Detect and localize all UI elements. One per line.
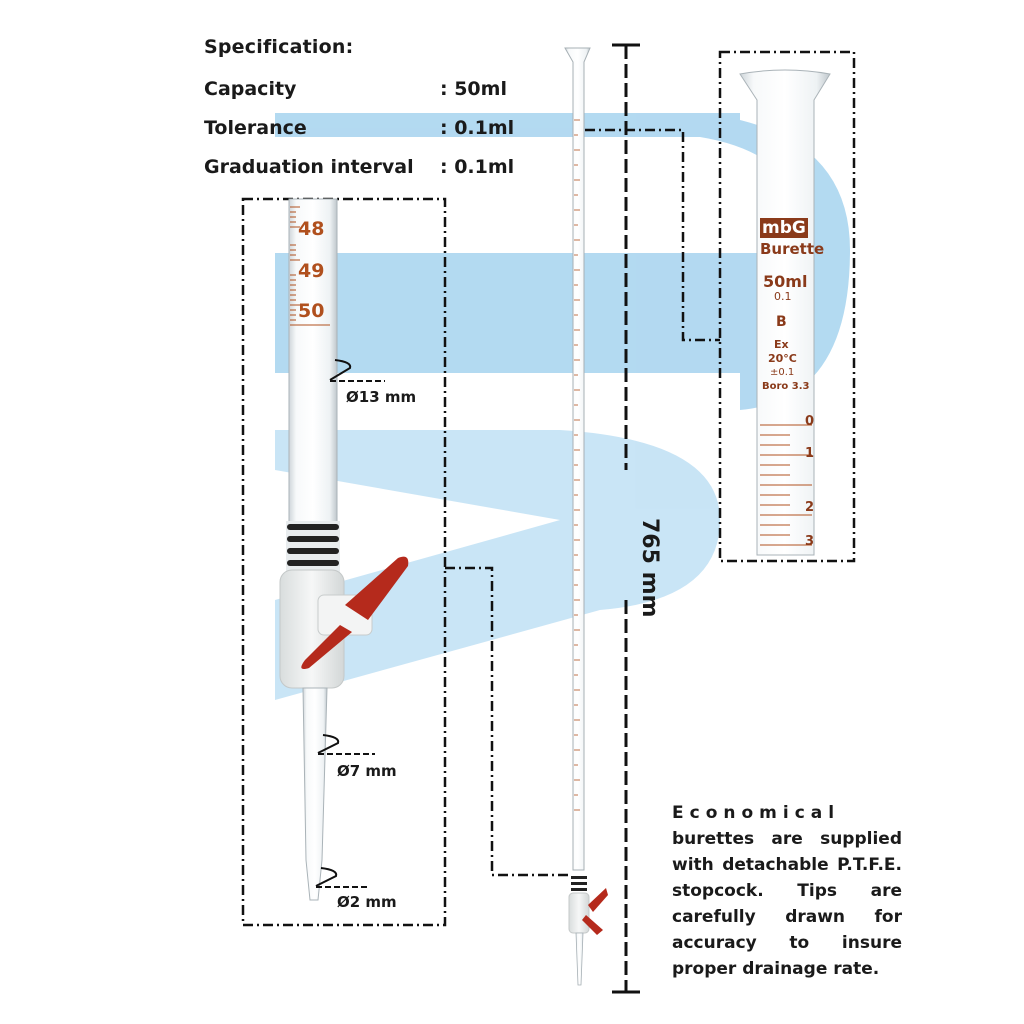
scale-number-1: 1 [805, 446, 815, 461]
delivery-print: Ex [774, 338, 789, 351]
scale-number-49: 49 [298, 260, 325, 282]
specification-title: Specification: [204, 36, 354, 58]
interval-print: 0.1 [774, 290, 792, 303]
connector-right [585, 128, 720, 342]
burette-top-detail [739, 69, 831, 556]
stopcock-handle-upper [345, 556, 409, 620]
description-body: burettes are supplied with detachable P.… [672, 829, 902, 979]
watermark-bar-1 [275, 113, 740, 137]
description-first-word: Economical [672, 803, 841, 823]
scale-number-50: 50 [298, 300, 325, 322]
connector-left [445, 566, 572, 877]
scale-number-3: 3 [805, 534, 815, 549]
spec-value: : 50ml [440, 78, 507, 100]
graduation-ticks-detail [290, 206, 330, 326]
watermark-bar-2 [275, 253, 760, 373]
scale-number-0: 0 [805, 414, 815, 429]
brand-label: mbG [760, 218, 808, 238]
detail-box-right [718, 50, 856, 563]
scale-number-48: 48 [298, 218, 325, 240]
spec-value: : 0.1ml [440, 156, 515, 178]
graduation-ticks-right [760, 424, 812, 546]
description-text: Economical burettes are supplied with de… [672, 800, 902, 982]
burette-tube-detail [288, 198, 338, 530]
temperature-print: 20°C [768, 352, 797, 365]
overall-height-label: 765 mm [637, 518, 662, 618]
watermark-lower [275, 430, 720, 700]
capacity-print: 50ml [763, 272, 808, 291]
detail-box-left [241, 197, 447, 927]
spec-label: Tolerance [204, 117, 307, 139]
thread-joint [286, 521, 340, 576]
diameter-label-upper: Ø13 mm [346, 388, 417, 406]
spec-value: : 0.1ml [440, 117, 515, 139]
scale-number-2: 2 [805, 500, 815, 515]
full-burette [564, 47, 608, 986]
type-label: Burette [760, 240, 825, 258]
specification-block: Specification: Capacity : 50ml Tolerance… [204, 36, 564, 178]
diameter-label-middle: Ø7 mm [337, 762, 397, 780]
spec-label: Graduation interval [204, 156, 414, 178]
diameter-markers [315, 359, 385, 888]
height-dimension-line [612, 43, 640, 994]
diameter-label-tip: Ø2 mm [337, 893, 397, 911]
spec-label: Capacity [204, 78, 297, 100]
class-print: B [776, 314, 787, 330]
glass-print: Boro 3.3 [762, 381, 810, 392]
full-burette-threads [571, 876, 587, 891]
tolerance-print: ±0.1 [770, 367, 795, 378]
full-burette-ticks [574, 119, 580, 811]
stopcock-handle-lower [301, 625, 352, 669]
burette-tip-detail [302, 687, 328, 901]
